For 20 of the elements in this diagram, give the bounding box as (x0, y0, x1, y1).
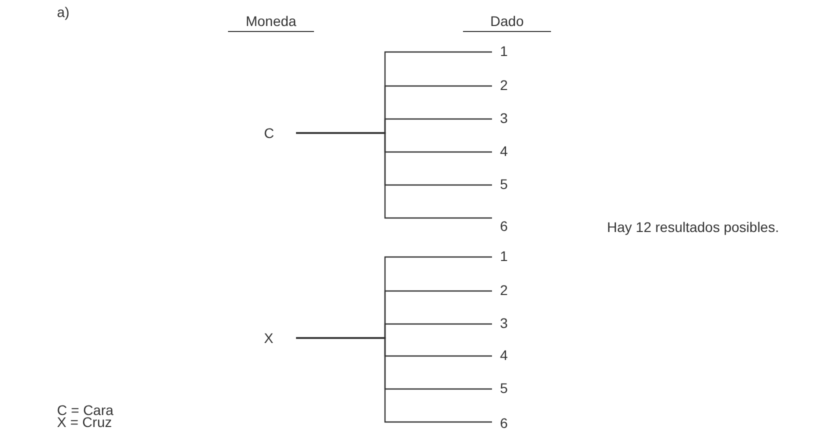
die-outcome: 1 (500, 42, 508, 61)
die-outcome: 3 (500, 314, 508, 333)
tree-branch-line (296, 337, 492, 423)
die-outcome: 6 (500, 414, 508, 433)
die-outcome: 2 (500, 281, 508, 300)
die-outcome: 1 (500, 247, 508, 266)
coin-outcome: C (264, 124, 274, 143)
coin-outcome: X (264, 329, 274, 348)
column-heading: Dado (463, 13, 551, 32)
die-outcome: 5 (500, 175, 508, 194)
die-outcome: 2 (500, 76, 508, 95)
die-outcome: 4 (500, 142, 508, 161)
column-heading: Moneda (228, 13, 314, 32)
note-text: Hay 12 resultados posibles. (607, 219, 779, 235)
note-text: a) (57, 4, 70, 20)
die-outcome: 3 (500, 109, 508, 128)
die-outcome: 6 (500, 217, 508, 236)
tree-branch-line (296, 132, 492, 219)
die-outcome: 5 (500, 379, 508, 398)
die-outcome: 4 (500, 346, 508, 365)
